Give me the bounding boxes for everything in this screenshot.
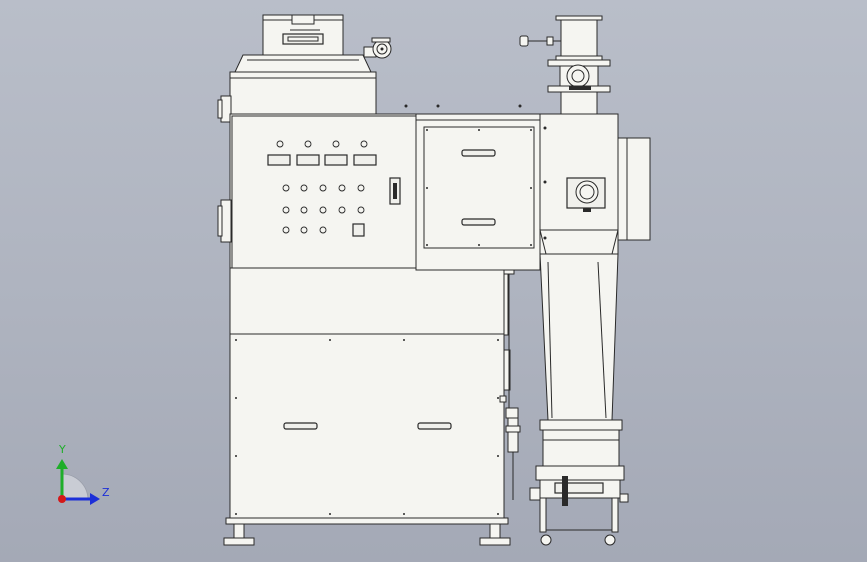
control-panel	[231, 115, 417, 269]
lower-cabinet	[225, 333, 511, 525]
right-duct-column	[539, 113, 651, 255]
pipe-fittings	[499, 269, 521, 500]
collection-bin	[529, 419, 629, 546]
pressure-gauge	[363, 37, 392, 59]
access-panel	[423, 126, 535, 249]
valve-tower	[519, 15, 611, 115]
triad-y-label: Y	[59, 443, 66, 456]
triad-z-label: Z	[102, 486, 110, 499]
upper-housing	[217, 71, 377, 123]
top-fan-duct	[234, 14, 372, 73]
frame-bolts	[404, 104, 522, 108]
orientation-triad	[56, 459, 100, 505]
cabinet-feet	[223, 523, 511, 546]
left-bracket	[217, 199, 232, 243]
cyclone-hopper	[539, 253, 619, 421]
